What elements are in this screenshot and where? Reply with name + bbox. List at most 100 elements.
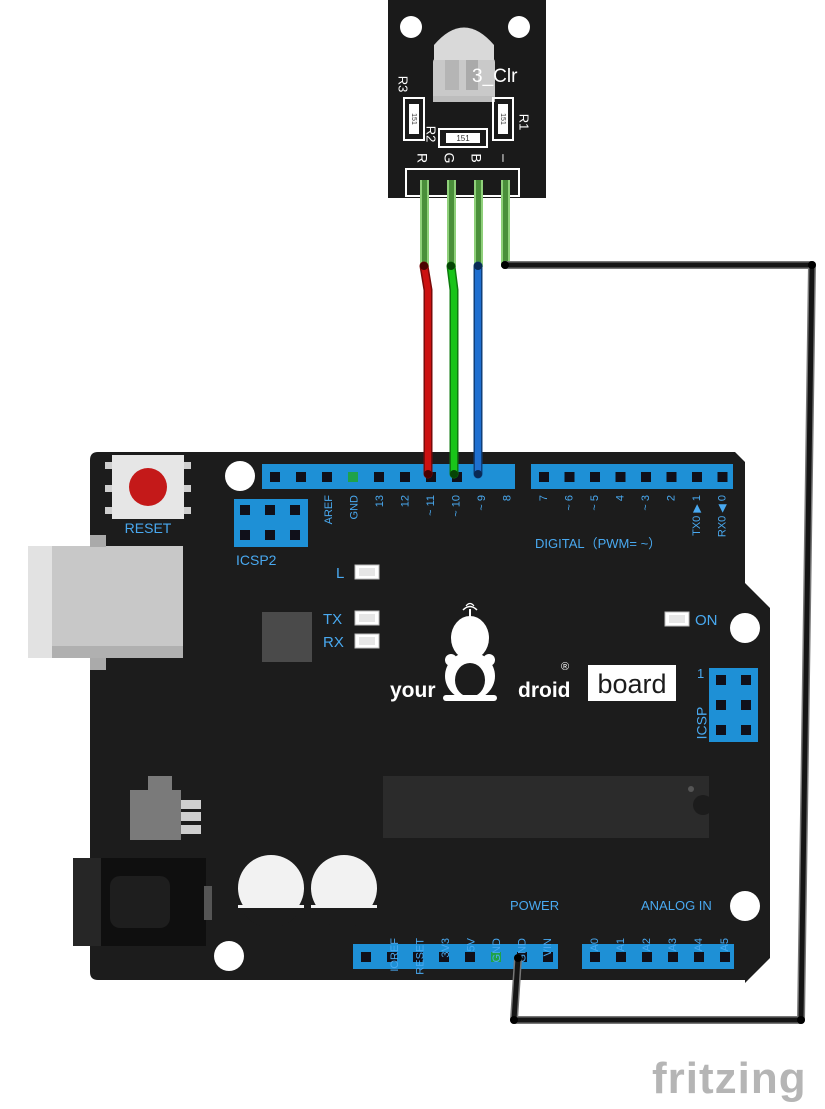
usb-chip	[262, 612, 312, 662]
pin-label: GND	[348, 495, 360, 520]
resistor-r3-name: R3	[396, 76, 411, 93]
wire-endpoint	[450, 470, 458, 478]
capacitor-left	[238, 855, 304, 928]
pin-label: RX0 ◀ 0	[716, 495, 728, 537]
module-pin-label-minus: –	[496, 154, 512, 162]
header-pin-hole	[270, 472, 280, 482]
pin-label: 2	[665, 495, 677, 501]
module-pin-label-g: G	[441, 153, 457, 164]
fritzing-watermark: fritzing	[652, 1054, 807, 1103]
led-rx	[354, 633, 380, 649]
pin-label: VIN	[542, 938, 554, 956]
board-pcb	[90, 452, 770, 983]
rgb-led	[433, 27, 495, 102]
logo-badge-text: board	[597, 669, 666, 699]
pin-label: A1	[615, 938, 627, 951]
header-pin-hole	[694, 952, 704, 962]
led-on-label: ON	[695, 612, 718, 629]
header-pin-hole	[413, 952, 423, 962]
pin-label: RESET	[414, 938, 426, 975]
reset-label: RESET	[125, 520, 172, 536]
icsp2-label: ICSP2	[236, 552, 277, 568]
wire-endpoint	[424, 470, 432, 478]
wires	[419, 261, 816, 1024]
digital-header-left	[262, 464, 515, 489]
logo-badge-box	[588, 665, 676, 701]
header-pin-hole	[465, 952, 475, 962]
board-mount-hole-right-upper	[730, 613, 760, 643]
voltage-regulator	[130, 776, 201, 840]
pin-label: 13	[374, 495, 386, 507]
analog-label: ANALOG IN	[641, 898, 712, 913]
pin-label: 4	[614, 495, 626, 501]
header-pin-hole	[517, 952, 527, 962]
header-pin-hole	[692, 472, 702, 482]
wire-endpoint	[474, 262, 482, 270]
module-pin-label-r: R	[414, 153, 430, 163]
module-label: 3_Clr	[472, 66, 518, 87]
power-header	[353, 944, 558, 969]
header-pin-hole	[296, 472, 306, 482]
wire-endpoint	[501, 261, 509, 269]
pin-label: 8	[501, 495, 513, 501]
pin-label: A5	[719, 938, 731, 951]
wire-endpoint	[514, 954, 522, 962]
led-rx-label: RX	[323, 634, 344, 651]
reset-button[interactable]	[105, 455, 191, 519]
digital-label: DIGITAL（PWM= ~）	[535, 536, 661, 551]
wire-endpoint	[474, 470, 482, 478]
header-pin-hole	[720, 952, 730, 962]
board-mount-hole-tl	[225, 461, 255, 491]
module-header	[405, 168, 520, 197]
pin-label: TX0 ▶ 1	[691, 495, 703, 536]
board-mount-hole-right-lower	[730, 891, 760, 921]
capacitor-right	[311, 855, 377, 928]
pin-label: AREF	[323, 495, 335, 525]
header-pin-hole	[717, 472, 728, 482]
droid-logo-icon	[443, 602, 497, 701]
microcontroller-chip	[383, 776, 713, 838]
module-mount-hole-right	[508, 16, 530, 38]
logo-registered-mark: ®	[561, 661, 569, 673]
header-pin-hole	[668, 952, 678, 962]
led-l-label: L	[336, 565, 344, 582]
header-pin-hole	[642, 952, 652, 962]
power-jack	[73, 858, 212, 946]
header-pin-hole	[641, 472, 651, 482]
header-pin-hole	[543, 952, 553, 962]
led-on	[664, 611, 690, 627]
logo-text-left: your	[390, 679, 436, 702]
resistor-r1-name: R1	[517, 114, 532, 131]
logo-text-right: droid	[518, 679, 571, 702]
header-pin-hole	[322, 472, 332, 482]
led-l	[354, 564, 380, 580]
resistor-r2-value: 151	[456, 134, 470, 143]
header-pin-hole	[590, 952, 600, 962]
power-label: POWER	[510, 898, 559, 913]
rgb-led-module: 3_Clr 151 R3 151 R2 151 R1 R G B –	[388, 0, 546, 198]
header-pin-hole	[615, 472, 626, 482]
pin-label: 3V3	[440, 938, 452, 958]
wire-bend	[797, 1016, 805, 1024]
header-pin-hole	[439, 952, 449, 962]
header-pin-hole	[590, 472, 600, 482]
pin-label: GND	[491, 938, 503, 963]
pin-label: ~ 9	[476, 495, 488, 511]
resistor-r3-value: 151	[410, 113, 417, 125]
header-pin-hole	[491, 952, 501, 962]
module-leads	[420, 180, 510, 267]
resistor-r2: 151 R2	[424, 126, 488, 148]
icsp-header	[709, 668, 758, 742]
module-mount-hole-left	[400, 16, 422, 38]
header-pin-hole	[400, 472, 410, 482]
header-pin-hole	[374, 472, 384, 482]
pin-label: ~ 10	[450, 495, 462, 517]
digital-header-right	[531, 464, 733, 489]
usb-connector	[28, 535, 183, 670]
header-pin-hole	[348, 472, 358, 482]
icsp2-header	[234, 499, 308, 547]
